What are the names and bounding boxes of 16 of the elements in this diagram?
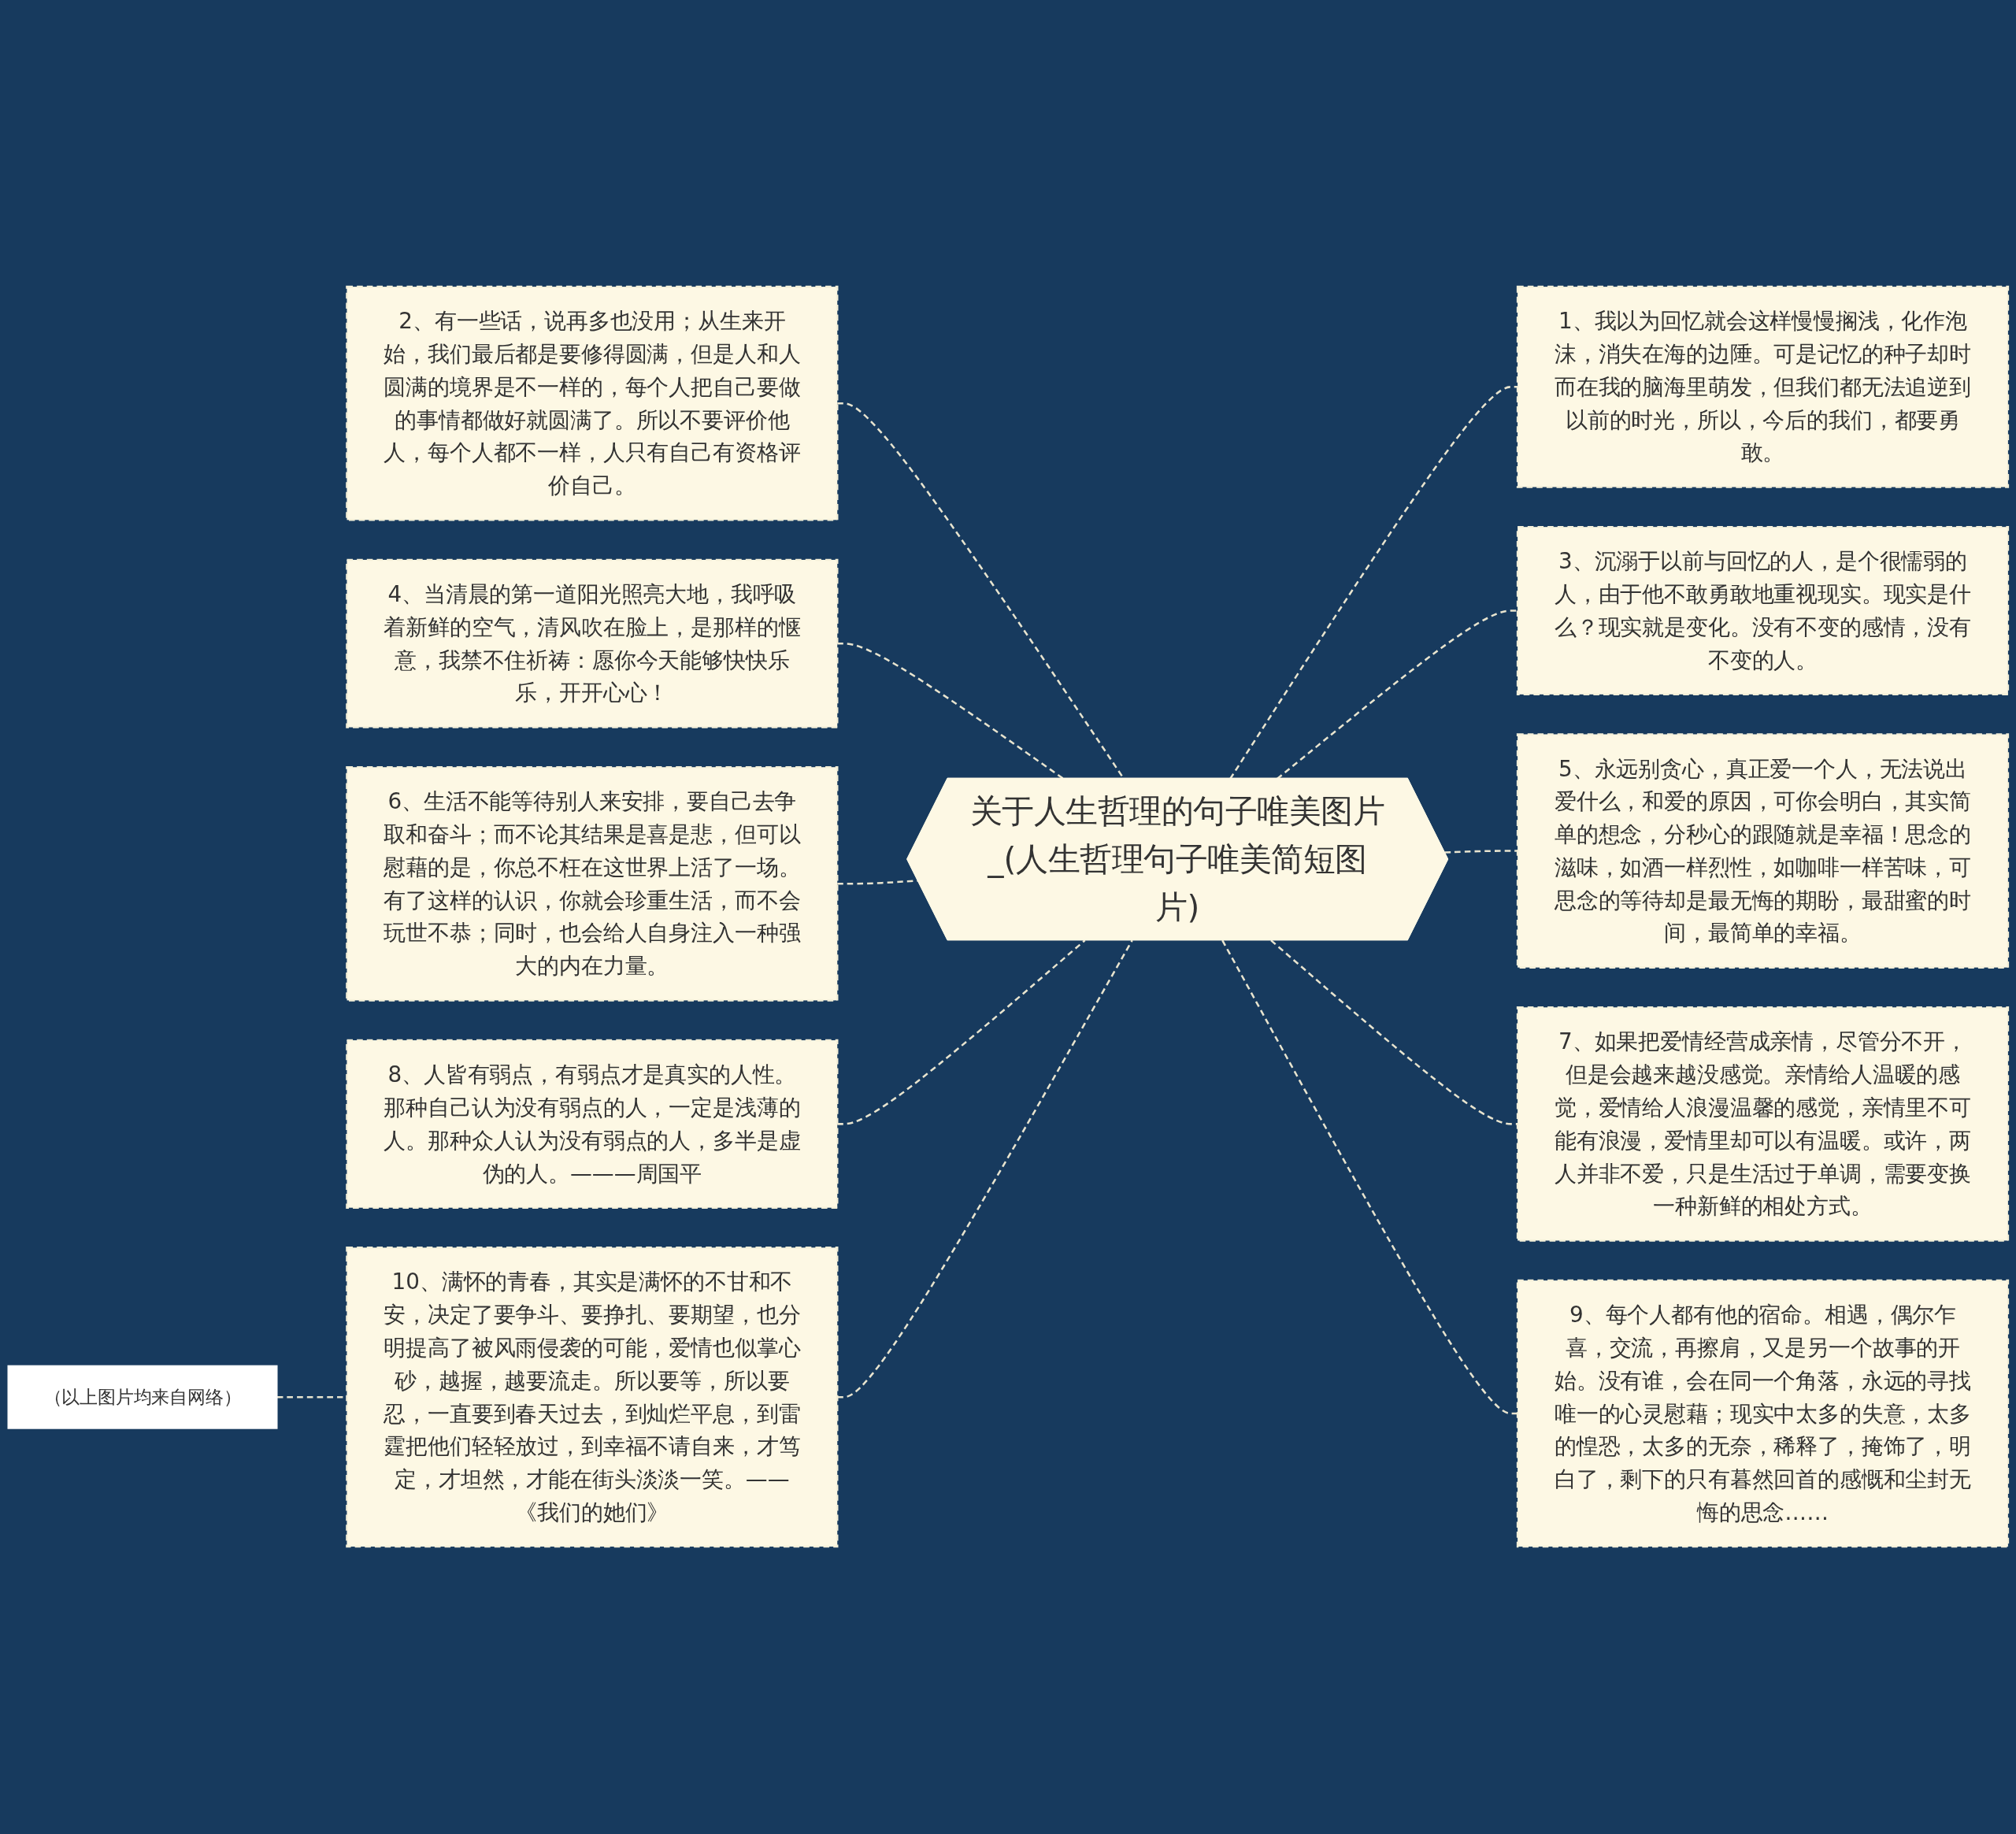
node-box: 2、有一些话，说再多也没用；从生来开始，我们最后都是要修得圆满，但是人和人圆满的境界是不一样的，每个人把自己要做的事情都做好就圆满了。所以不要评价他人，每个人都不一样，人只有自己有资格评价自己。 xyxy=(346,286,839,521)
node-box: 6、生活不能等待别人来安排，要自己去争取和奋斗；而不论其结果是喜是悲，但可以慰藉的是，你总不枉在这世界上活了一场。有了这样的认识，你就会珍重生活，而不会玩世不恭；同时，也会给人自身注入一种强大的内在力量。 xyxy=(346,766,839,1002)
node-box: （以上图片均来自网络） xyxy=(7,1365,278,1430)
connector xyxy=(1444,850,1518,854)
connector xyxy=(837,939,1133,1399)
node-box: 10、满怀的青春，其实是满怀的不甘和不安，决定了要争斗、要挣扎、要期望，也分明提高了被风雨侵袭的可能，爱情也似掌心砂，越握，越要流走。所以要等，所以要忍，一直要到春天过去，到灿烂平息，到雷霆把他们轻轻放过，到幸福不请自来，才笃定，才坦然，才能在街头淡淡一笑。——《我们的她们》 xyxy=(346,1247,839,1548)
node-box: 3、沉溺于以前与回忆的人，是个很懦弱的人，由于他不敢勇敢地重视现实。现实是什么？现实就是变化。没有不变的感情，没有不变的人。 xyxy=(1516,526,2010,696)
connector xyxy=(837,939,1086,1126)
node-box: 7、如果把爱情经营成亲情，尽管分不开，但是会越来越没感觉。亲情给人温暖的感觉，爱情给人浪漫温馨的感觉，亲情里不可能有浪漫，爱情里却可以有温暖。或许，两人并非不爱，只是生活过于单调，需要变换一种新鲜的相处方式。 xyxy=(1516,1006,2010,1243)
node-box: 8、人皆有弱点，有弱点才是真实的人性。那种自己认为没有弱点的人，一定是浅薄的人。那种众人认为没有弱点的人，多半是虚伪的人。———周国平 xyxy=(346,1039,839,1210)
node-box: 9、每个人都有他的宿命。相遇，偶尔乍喜，交流，再擦肩，又是另一个故事的开始。没有谁，会在同一个角落，永远的寻找唯一的心灵慰藉；现实中太多的失意，太多的惶恐，太多的无奈，稀释了，掩饰了，明白了，剩下的只有暮然回首的感慨和尘封无悔的思念…… xyxy=(1516,1280,2010,1548)
connector xyxy=(1221,939,1518,1415)
node-box: 1、我以为回忆就会这样慢慢搁浅，化作泡沫，消失在海的边陲。可是记忆的种子却时而在我的脑海里萌发，但我们都无法追逆到以前的时光，所以，今后的我们，都要勇敢。 xyxy=(1516,286,2010,489)
node-box: 5、永远别贪心，真正爱一个人，无法说出爱什么，和爱的原因，可你会明白，其实简单的想念，分秒心的跟随就是幸福！思念的滋味，如酒一样烈性，如咖啡一样苦味，可思念的等待却是最无悔的期盼，最甜蜜的时间，最简单的幸福。 xyxy=(1516,733,2010,969)
connector xyxy=(1270,939,1518,1126)
node-box: 4、当清晨的第一道阳光照亮大地，我呼吸着新鲜的空气，清风吹在脸上，是那样的惬意，我禁不住祈祷：愿你今天能够快快乐乐，开开心心！ xyxy=(346,559,839,729)
